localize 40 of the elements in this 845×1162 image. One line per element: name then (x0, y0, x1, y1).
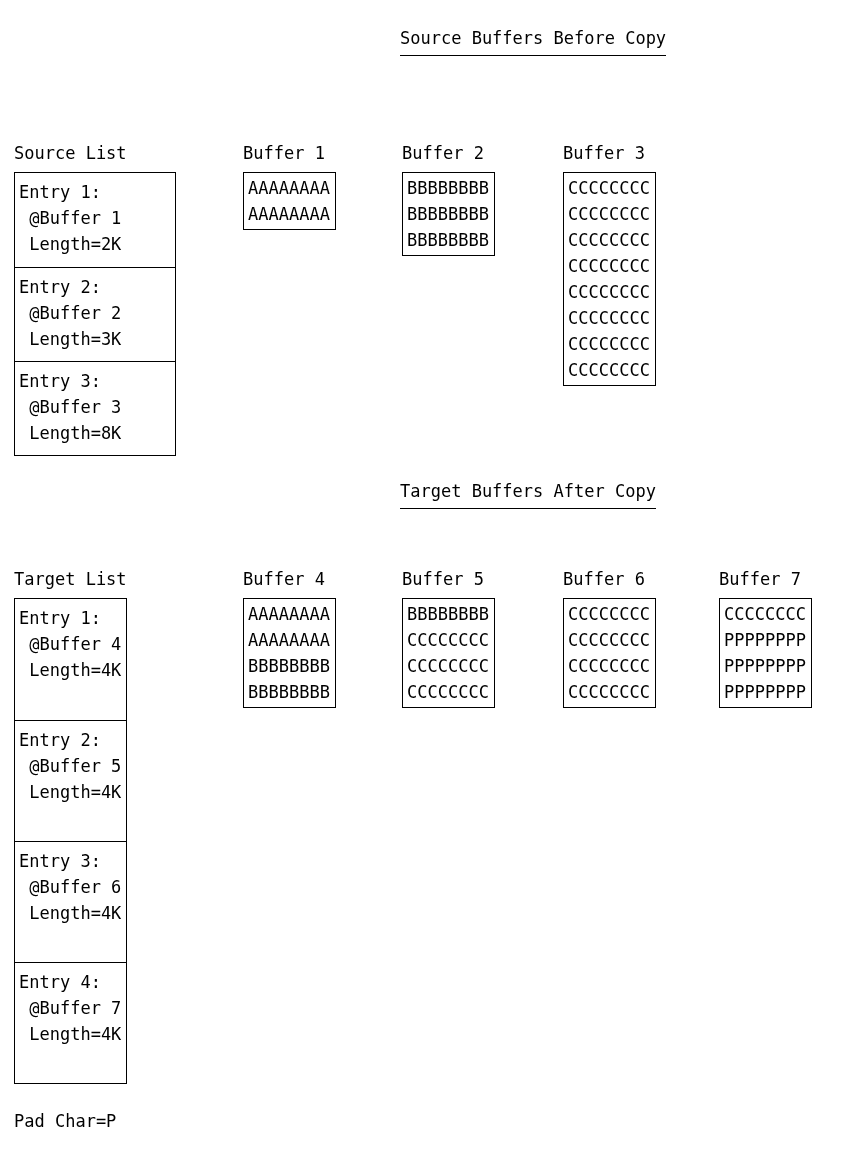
buffer-heading: Buffer 3 (563, 142, 646, 165)
entry-text: Length=4K (28, 1023, 122, 1046)
entry-text: @Buffer 1 (28, 207, 123, 230)
entry-text: @Buffer 5 (28, 755, 122, 778)
buffer-heading: Buffer 4 (243, 568, 326, 591)
entry-text: @Buffer 6 (28, 876, 122, 899)
buffer-contents: CCCCCCCC PPPPPPPP PPPPPPPP PPPPPPPP (719, 598, 812, 708)
entry-text: @Buffer 3 (28, 396, 123, 419)
buffer-heading: Buffer 2 (402, 142, 485, 165)
entry-text: Entry 1: (19, 607, 102, 630)
entry-text: Length=2K (28, 233, 123, 256)
entry-text: Length=3K (28, 328, 123, 351)
entry-text: Entry 2: (19, 276, 102, 299)
buffer-heading: Buffer 1 (243, 142, 326, 165)
entry-text: Entry 3: (19, 370, 102, 393)
list-heading: Target List (14, 568, 127, 591)
entry-text: Entry 4: (19, 971, 102, 994)
buffer-contents: BBBBBBBB CCCCCCCC CCCCCCCC CCCCCCCC (402, 598, 495, 708)
entry-text: Entry 1: (19, 181, 102, 204)
buffer-heading: Buffer 5 (402, 568, 485, 591)
entry-text: @Buffer 4 (28, 633, 122, 656)
entry-text: Length=4K (28, 781, 122, 804)
section-heading: Target Buffers After Copy (400, 478, 656, 509)
entry-text: @Buffer 2 (28, 302, 123, 325)
list-heading: Source List (14, 142, 128, 165)
entry-text: Length=4K (28, 659, 122, 682)
entry-text: Entry 3: (19, 850, 102, 873)
buffer-contents: AAAAAAAA AAAAAAAA (243, 172, 336, 230)
note-text: Pad Char=P (14, 1110, 117, 1133)
buffer-contents: CCCCCCCC CCCCCCCC CCCCCCCC CCCCCCCC CCCCCCCC CCCCCCCC CCCCCCCC CCCCCCCC (563, 172, 656, 386)
buffer-contents: BBBBBBBB BBBBBBBB BBBBBBBB (402, 172, 495, 256)
entry-text: Entry 2: (19, 729, 102, 752)
buffer-heading: Buffer 6 (563, 568, 646, 591)
buffer-heading: Buffer 7 (719, 568, 802, 591)
buffer-contents: AAAAAAAA AAAAAAAA BBBBBBBB BBBBBBBB (243, 598, 336, 708)
entry-text: Length=4K (28, 902, 122, 925)
buffer-contents: CCCCCCCC CCCCCCCC CCCCCCCC CCCCCCCC (563, 598, 656, 708)
entry-text: @Buffer 7 (28, 997, 122, 1020)
entry-text: Length=8K (28, 422, 123, 445)
section-heading: Source Buffers Before Copy (400, 25, 667, 56)
